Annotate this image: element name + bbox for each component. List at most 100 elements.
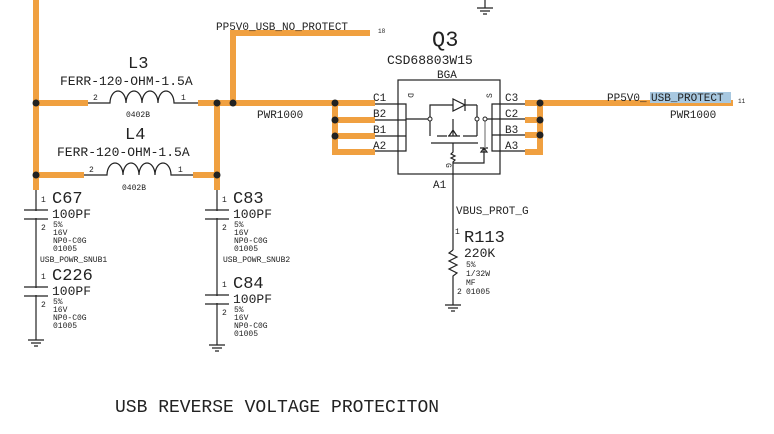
net-label-pwr: PWR1000 [257,110,303,122]
capacitor-gap [214,211,220,218]
pin-label: 1 [41,196,46,205]
mosfet-q3[interactable]: Q3 CSD68803W15 BGA C1 B2 B1 A2 C3 C2 B3 … [373,28,525,192]
pin-label: 2 [41,301,46,310]
pin-label: 1 [41,273,46,282]
dielectric-label: NP0-C0G [234,322,268,331]
value-label: 100PF [233,207,272,222]
net-label-no-protect: PP5V0_USB_NO_PROTECT [216,22,348,34]
pin-label: 1 [222,196,227,205]
pin-label: 2 [93,94,98,103]
pin-label: 2 [222,309,227,318]
tolerance-label: 5% [53,221,63,230]
tolerance-label: 5% [234,221,244,230]
package-label: 01005 [53,245,77,254]
voltage-label: 16V [234,314,249,323]
ref-label: C67 [52,190,83,209]
sheet-title: USB REVERSE VOLTAGE PROTECITON [115,398,439,418]
value-label: 100PF [233,292,272,307]
pin-label: C3 [505,93,518,105]
inductor-l3[interactable]: L3 FERR-120-OHM-1.5A 2 1 0402B [60,55,198,120]
pin-label: C1 [373,93,387,105]
package-label: 0402B [122,184,146,193]
wire-no-protect[interactable] [230,30,370,103]
pin-label: B3 [505,125,518,137]
pin-label: 1 [178,166,183,175]
voltage-label: 16V [53,229,68,238]
drain-label: D [405,93,414,98]
net-label-snub2: USB_POWR_SNUB2 [223,256,290,265]
tolerance-label: 5% [466,261,476,270]
package-label: 0402B [126,111,150,120]
capacitor-gap [33,211,39,218]
inductor-l4[interactable]: L4 FERR-120-OHM-1.5A 2 1 0402B [57,126,193,193]
wire-cap-chain[interactable] [209,190,225,352]
pin-label: 1 [222,281,227,290]
package-label: 01005 [466,288,490,297]
dielectric-label: NP0-C0G [53,314,87,323]
package-label: BGA [437,70,457,82]
component-body [397,79,501,175]
inductor-icon [88,90,198,104]
source-label: S [486,93,495,98]
ground-icon [477,0,493,15]
net-label-pwr: PWR1000 [670,110,716,122]
wire-q3-drain[interactable] [332,103,375,155]
net-label-protect[interactable]: USB_PROTECT [651,93,724,105]
ref-label: R113 [464,229,505,248]
capacitor-gap [33,288,39,295]
package-label: 01005 [234,330,258,339]
ref-label: C83 [233,190,264,209]
dielectric-label: NP0-C0G [53,237,87,246]
package-label: 01005 [234,245,258,254]
power-label: 1/32W [466,270,490,279]
voltage-label: 16V [234,229,249,238]
tolerance-label: 5% [53,298,63,307]
capacitor-icon [205,209,229,220]
package-label: 01005 [53,322,77,331]
ref-label: Q3 [432,28,458,53]
net-label-gate: VBUS_PROT_G [456,206,529,218]
gate-label: G [443,163,452,168]
page-ref: 11 [738,98,746,105]
pin-label: A3 [505,141,518,153]
resistor-r113[interactable]: 1 R113 220K 5% 1/32W MF 01005 2 [445,228,505,312]
dielectric-label: NP0-C0G [234,237,268,246]
ref-label: L4 [125,126,145,145]
type-label: MF [466,279,476,288]
mosfet-symbol-icon [375,98,525,175]
pin-label: 2 [222,224,227,233]
capacitor-gap [214,296,220,303]
value-label: 100PF [52,207,91,222]
wire-cap-chain[interactable] [28,190,44,347]
ref-label: C226 [52,267,93,286]
pin-label: 2 [41,224,46,233]
ref-label: C84 [233,275,264,294]
tolerance-label: 5% [234,306,244,315]
capacitor-icon [24,209,48,220]
pin-label: B2 [373,109,386,121]
value-label: FERR-120-OHM-1.5A [60,74,193,89]
pin-label: B1 [373,125,387,137]
capacitor-icon [24,286,48,297]
junctions [32,99,544,179]
pin-label: A1 [433,180,447,192]
resistor-icon [445,249,461,312]
value-label: 100PF [52,284,91,299]
pin-label: 2 [457,288,462,297]
page-ref: 18 [378,28,386,35]
wires [33,0,733,190]
capacitor-icon [205,294,229,305]
voltage-label: 16V [53,306,68,315]
pin-label: A2 [373,141,386,153]
pin-label: C2 [505,109,518,121]
wire-q3-source[interactable] [525,100,733,155]
inductor-icon [84,162,193,176]
pin-label: 2 [89,166,94,175]
net-label-snub1: USB_POWR_SNUB1 [40,256,107,265]
pin-label: 1 [181,94,186,103]
